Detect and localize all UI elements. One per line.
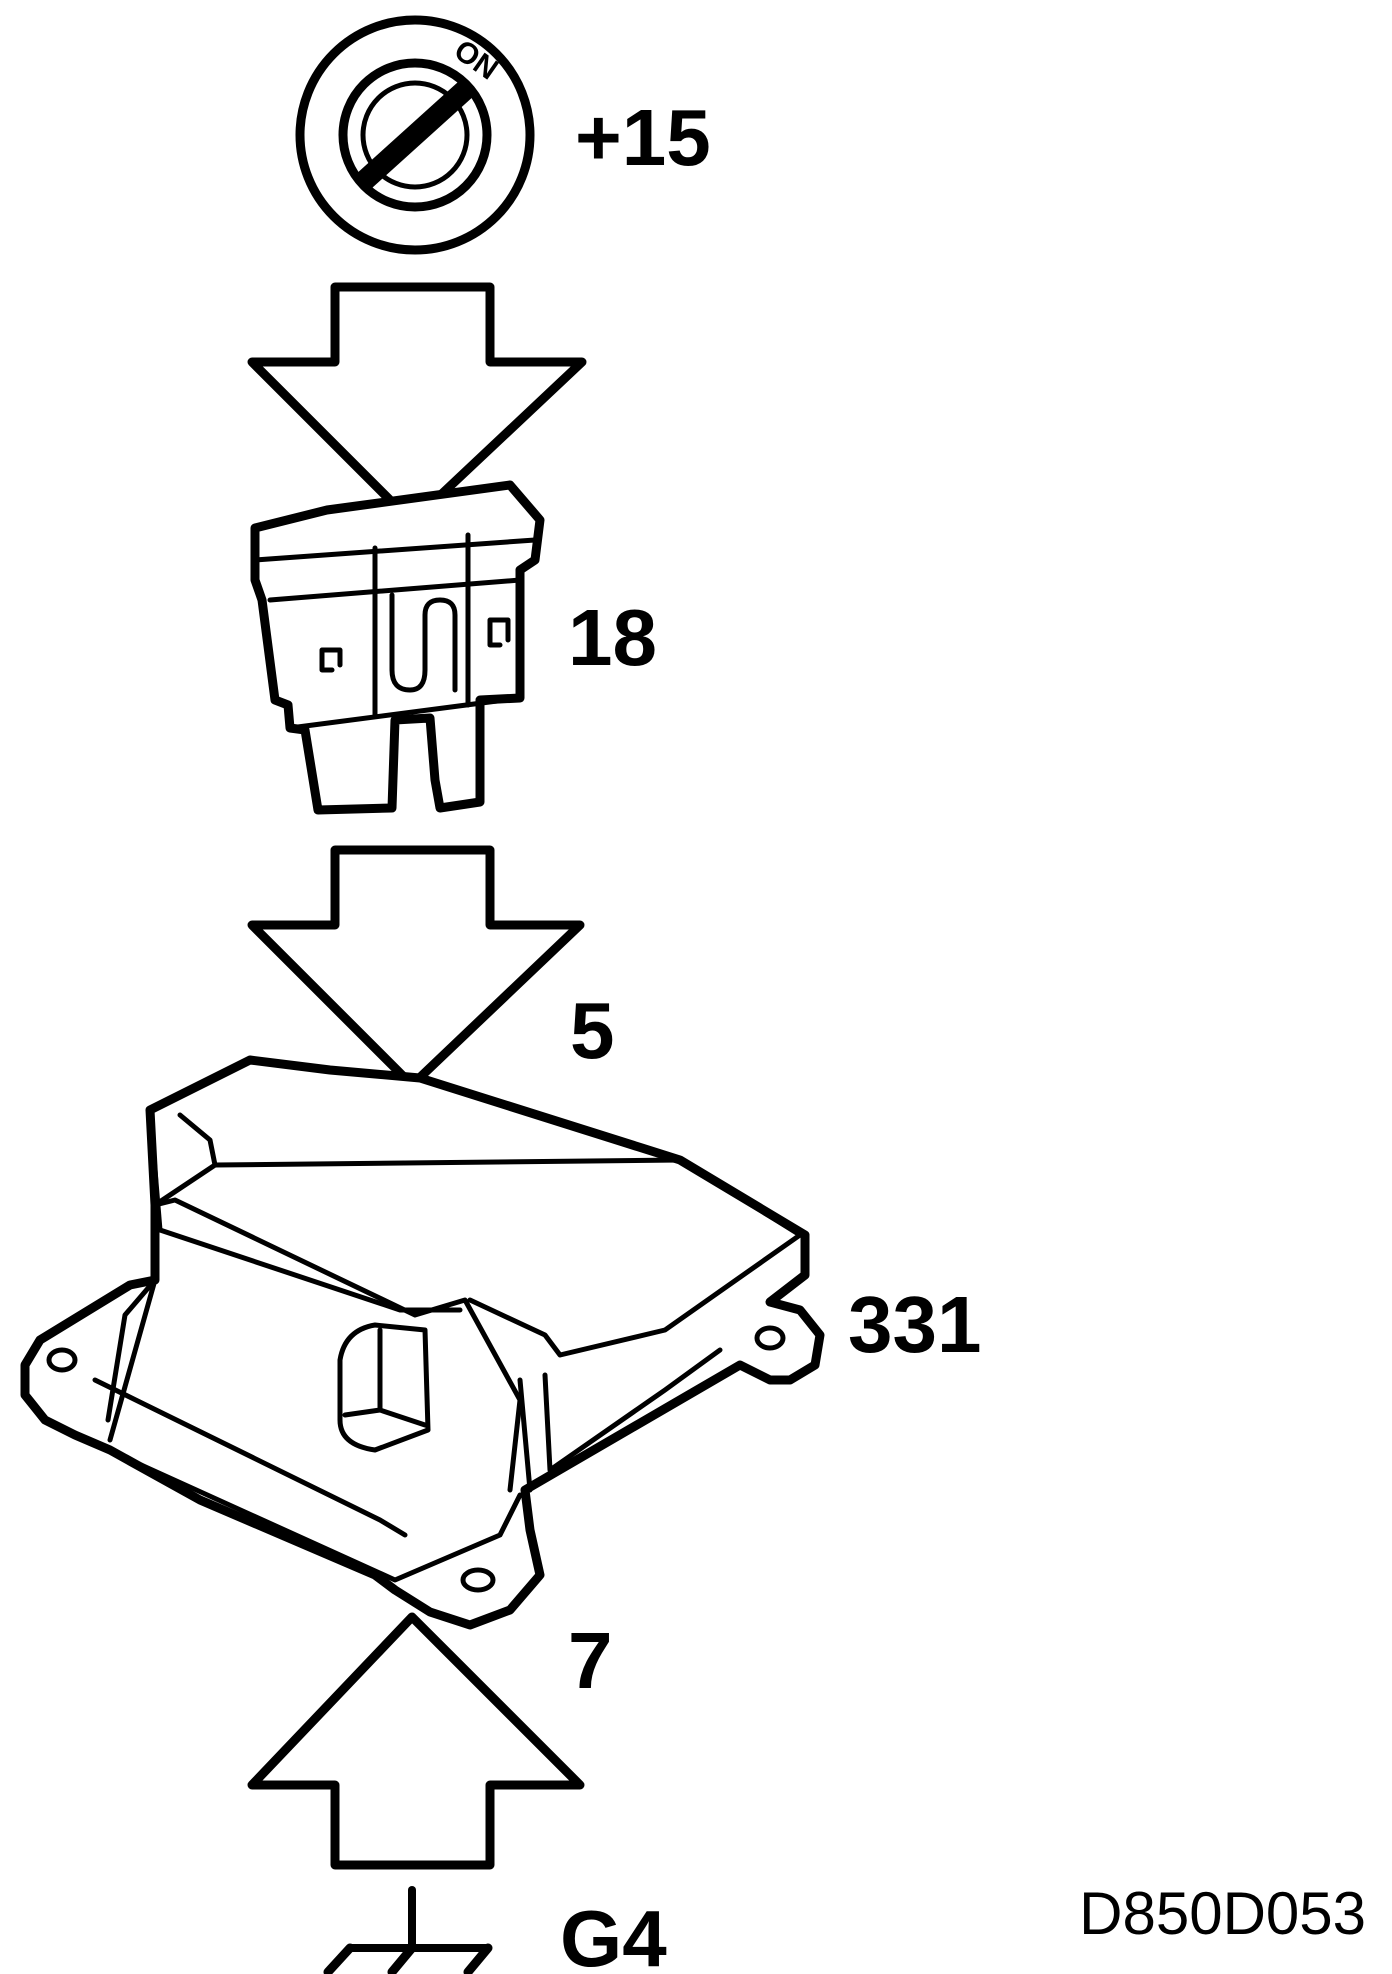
arrow-down-icon [247, 845, 585, 1090]
ignition-switch-icon: ON [295, 15, 535, 255]
fuse-label: 18 [568, 593, 657, 682]
ignition-label: +15 [575, 93, 711, 182]
module-top-label: 5 [570, 986, 615, 1075]
arrow-up-icon [247, 1612, 585, 1870]
ground-icon [323, 1886, 493, 1974]
figure-code: D850D053 [1079, 1880, 1366, 1947]
ground-label: G4 [560, 1894, 667, 1974]
control-module-icon [20, 1055, 825, 1630]
arrow-down-icon [247, 282, 587, 527]
module-bottom-label: 7 [568, 1616, 613, 1705]
module-side-label: 331 [848, 1280, 981, 1369]
fuse-icon [250, 480, 545, 815]
